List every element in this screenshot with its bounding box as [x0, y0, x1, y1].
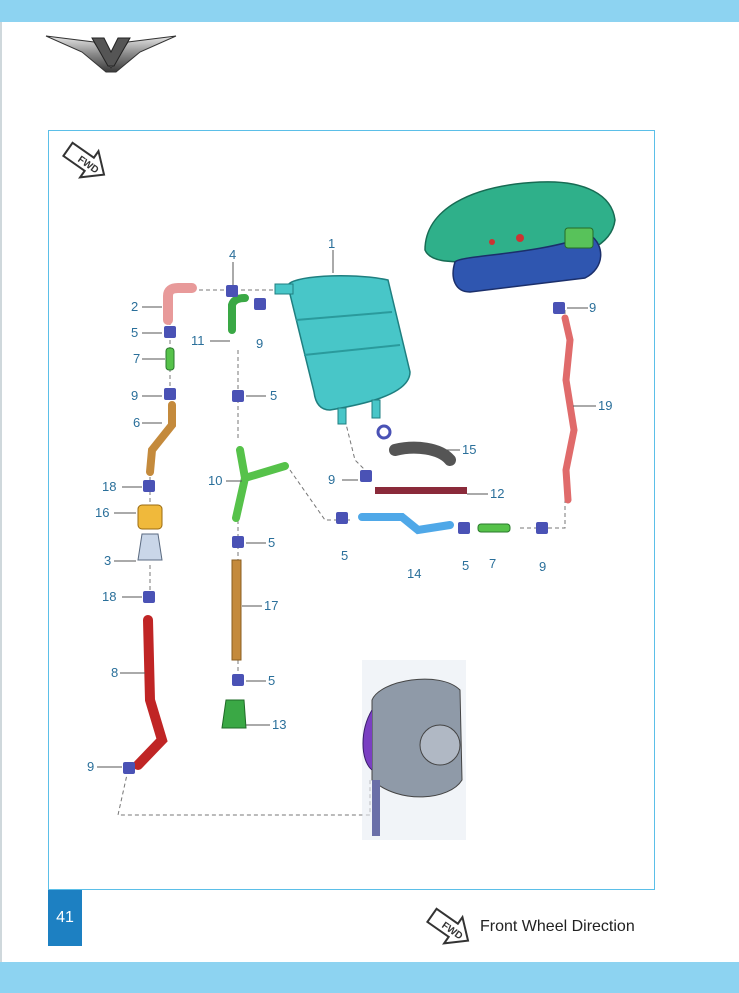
- callout-1: 1: [328, 236, 335, 251]
- connector-7-left: [165, 347, 175, 371]
- filter-16: [137, 504, 163, 530]
- brand-logo-icon: [45, 35, 177, 73]
- hose-17: [231, 559, 242, 661]
- callout-5-b: 5: [270, 388, 277, 403]
- callout-8: 8: [111, 665, 118, 680]
- clamp-15: [376, 424, 392, 440]
- clamp-4: [226, 285, 238, 297]
- callout-5-e: 5: [341, 548, 348, 563]
- connector-7-right: [477, 523, 511, 533]
- hose-8: [133, 615, 168, 770]
- callout-3: 3: [104, 553, 111, 568]
- callout-18-a: 18: [102, 479, 116, 494]
- callout-2: 2: [131, 299, 138, 314]
- callout-7-b: 7: [489, 556, 496, 571]
- callout-16: 16: [95, 505, 109, 520]
- callout-4: 4: [229, 247, 236, 262]
- callout-9-b: 9: [131, 388, 138, 403]
- clamp-9-d: [536, 522, 548, 534]
- left-rule: [0, 22, 2, 962]
- callout-9-d: 9: [539, 559, 546, 574]
- clamp-5-b: [232, 390, 244, 402]
- callout-9-a: 9: [256, 336, 263, 351]
- clamp-5-a: [164, 326, 176, 338]
- y-joint-10: [232, 446, 289, 522]
- fwd-caption: Front Wheel Direction: [480, 918, 635, 935]
- cap-13: [221, 699, 247, 729]
- callout-13: 13: [272, 717, 286, 732]
- hose-14: [358, 513, 454, 535]
- clamp-9-e: [553, 302, 565, 314]
- callout-12: 12: [490, 486, 504, 501]
- canister-1: [274, 274, 411, 425]
- bottom-band: [0, 962, 739, 993]
- callout-labels: 1 2 3 4 5 5 5 5 5 5 6 7 7 8 9 9 9 9 9 9 …: [87, 236, 612, 774]
- clamp-9-f: [123, 762, 135, 774]
- callout-11: 11: [191, 333, 205, 348]
- clamp-5-f: [458, 522, 470, 534]
- fwd-arrow-icon: FWD: [425, 907, 470, 945]
- callout-5-d: 5: [268, 673, 275, 688]
- callout-10: 10: [208, 473, 222, 488]
- callout-9-f: 9: [87, 759, 94, 774]
- callout-5-a: 5: [131, 325, 138, 340]
- callout-5-c: 5: [268, 535, 275, 550]
- hose-12: [375, 487, 467, 494]
- diagram-frame: [48, 130, 655, 890]
- fwd-arrow-icon: FWD: [61, 141, 106, 179]
- clamp-9-b: [164, 388, 176, 400]
- callout-17: 17: [264, 598, 278, 613]
- clamp-5-e: [336, 512, 348, 524]
- callout-14: 14: [407, 566, 421, 581]
- hose-15: [389, 441, 456, 466]
- fuel-filter-3: [137, 533, 163, 561]
- clamp-9-c: [360, 470, 372, 482]
- clamps: [123, 285, 565, 774]
- callout-9-e: 9: [589, 300, 596, 315]
- callout-5-f: 5: [462, 558, 469, 573]
- clamp-9-top: [254, 298, 266, 310]
- fuel-tank: [424, 181, 616, 293]
- hose-19: [561, 314, 578, 504]
- leader-lines: [97, 250, 596, 768]
- callout-6: 6: [133, 415, 140, 430]
- callout-18-b: 18: [102, 589, 116, 604]
- hose-11: [228, 294, 249, 334]
- callout-19: 19: [598, 398, 612, 413]
- top-band: [0, 0, 739, 22]
- clamp-18-a: [143, 480, 155, 492]
- clamp-5-c: [232, 536, 244, 548]
- hose-6: [146, 401, 176, 476]
- clamp-5-d: [232, 674, 244, 686]
- callout-7-a: 7: [133, 351, 140, 366]
- carburetor: [362, 660, 466, 840]
- clamp-18-b: [143, 591, 155, 603]
- callout-9-c: 9: [328, 472, 335, 487]
- elbow-2: [163, 283, 197, 325]
- callout-15: 15: [462, 442, 476, 457]
- page-number: 41: [48, 890, 82, 946]
